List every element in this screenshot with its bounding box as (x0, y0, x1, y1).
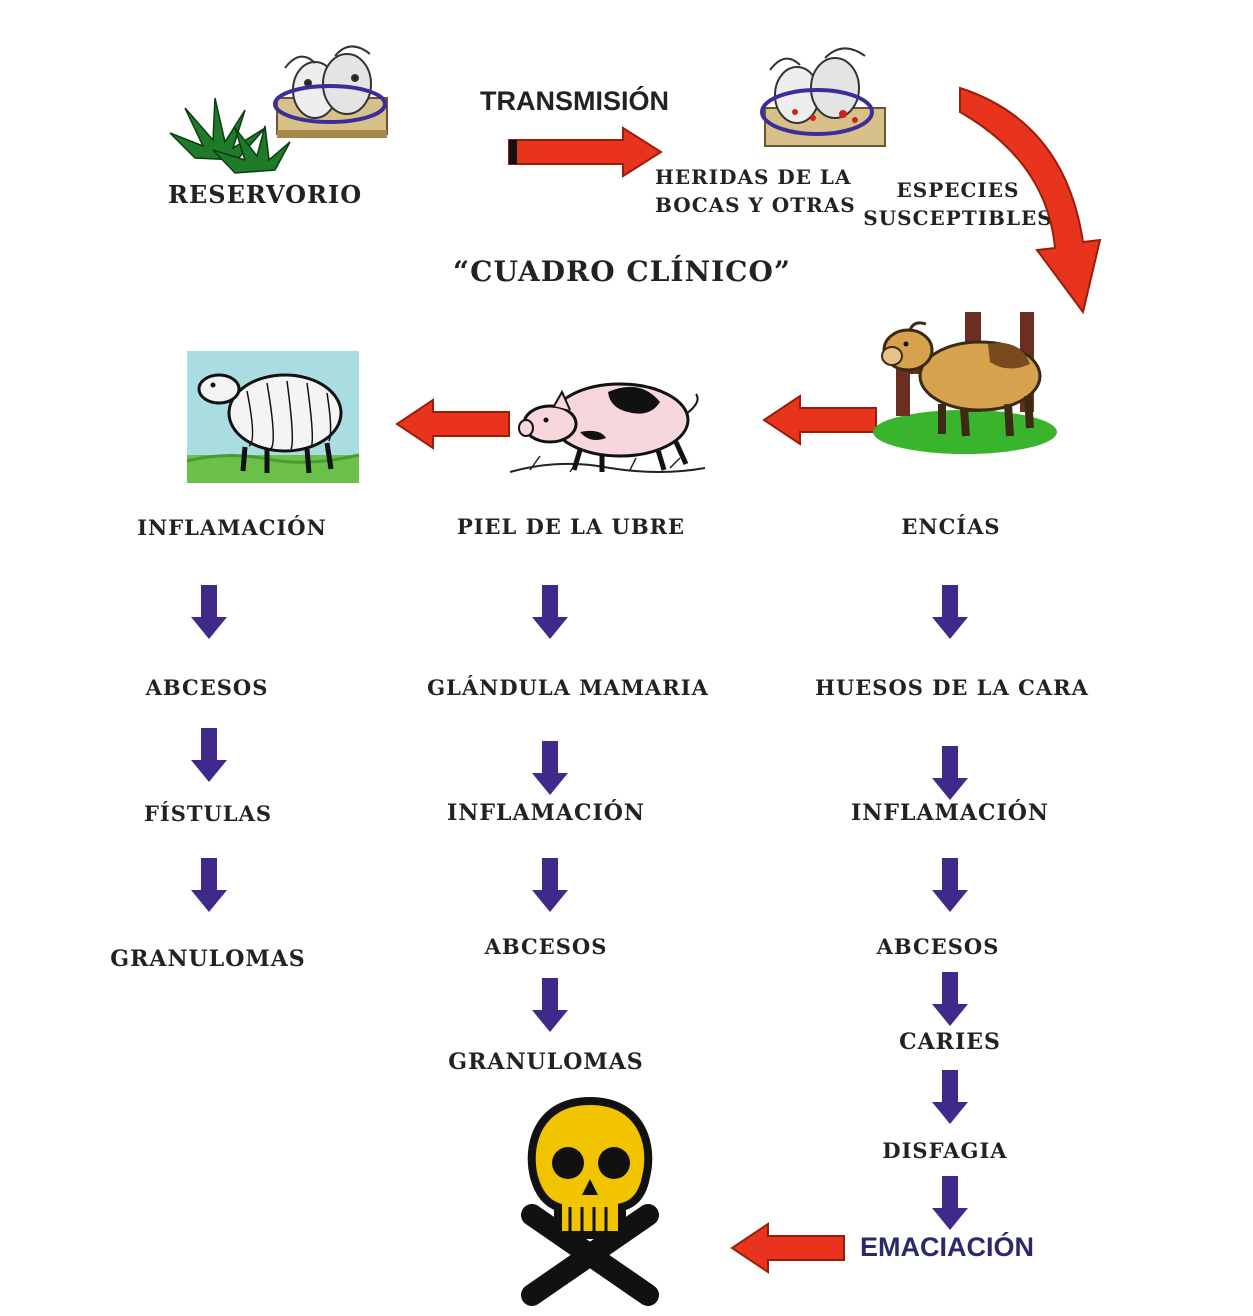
cattle-mouth-wounds-icon (760, 47, 886, 147)
down-arrow (932, 1070, 968, 1124)
down-arrow (191, 858, 227, 912)
cow-step-5: CARIES (899, 1029, 1001, 1055)
cow-step-1: ENCÍAS (901, 514, 1001, 539)
clinical-title: “CUADRO CLÍNICO” (453, 255, 791, 288)
cow-icon (873, 312, 1057, 454)
down-arrow (532, 978, 568, 1032)
species-label-text: ESPECIES SUSCEPTIBLES (863, 178, 1053, 230)
emaciation-to-death-arrow (730, 1222, 845, 1274)
skull-and-crossbones-icon (521, 1096, 659, 1306)
wounds-illustration (755, 40, 890, 165)
pig-step-2: GLÁNDULA MAMARIA (427, 675, 709, 700)
cow-step-6: DISFAGIA (882, 1138, 1008, 1163)
down-arrow (932, 858, 968, 912)
down-arrow (191, 728, 227, 782)
pig-illustration (509, 372, 710, 480)
cow-step-2: HUESOS DE LA CARA (815, 675, 1089, 700)
down-arrow (532, 858, 568, 912)
transmission-label: TRANSMISIÓN (480, 86, 669, 116)
cow-to-pig-arrow (762, 394, 877, 446)
wounds-label-text: HERIDAS DE LA BOCAS Y OTRAS (655, 165, 856, 217)
cow-step-3: INFLAMACIÓN (850, 800, 1050, 826)
sheep-step-2: ABCESOS (145, 675, 269, 700)
cow-step-4: ABCESOS (876, 934, 1000, 959)
transmission-arrow (508, 126, 663, 178)
down-arrow (532, 585, 568, 639)
cattle-and-plants-icon (169, 45, 388, 174)
reservoir-label: RESERVORIO (168, 180, 363, 209)
wounds-label: HERIDAS DE LA BOCAS Y OTRAS (655, 163, 856, 219)
sheep-step-3: FÍSTULAS (143, 801, 273, 826)
species-label: ESPECIES SUSCEPTIBLES (863, 176, 1052, 232)
down-arrow (191, 585, 227, 639)
pig-step-4: ABCESOS (484, 934, 608, 959)
pig-step-5: GRANULOMAS (448, 1049, 644, 1075)
pig-icon (509, 382, 706, 473)
pig-step-1: PIEL DE LA UBRE (456, 514, 686, 539)
curved-arrow (959, 86, 1102, 315)
sheep-icon (186, 373, 360, 483)
down-arrow (932, 972, 968, 1026)
down-arrow (532, 741, 568, 795)
pig-step-3: INFLAMACIÓN (446, 800, 646, 826)
reservoir-illustration (165, 38, 395, 178)
sheep-step-4: GRANULOMAS (110, 946, 306, 972)
pig-to-sheep-arrow (395, 398, 510, 450)
down-arrow (932, 746, 968, 800)
cow-illustration (870, 304, 1060, 454)
sheep-step-1: INFLAMACIÓN (137, 515, 327, 540)
down-arrow (932, 585, 968, 639)
sheep-illustration (186, 351, 360, 483)
cow-step-7: EMACIACIÓN (860, 1232, 1034, 1262)
down-arrow (932, 1176, 968, 1230)
